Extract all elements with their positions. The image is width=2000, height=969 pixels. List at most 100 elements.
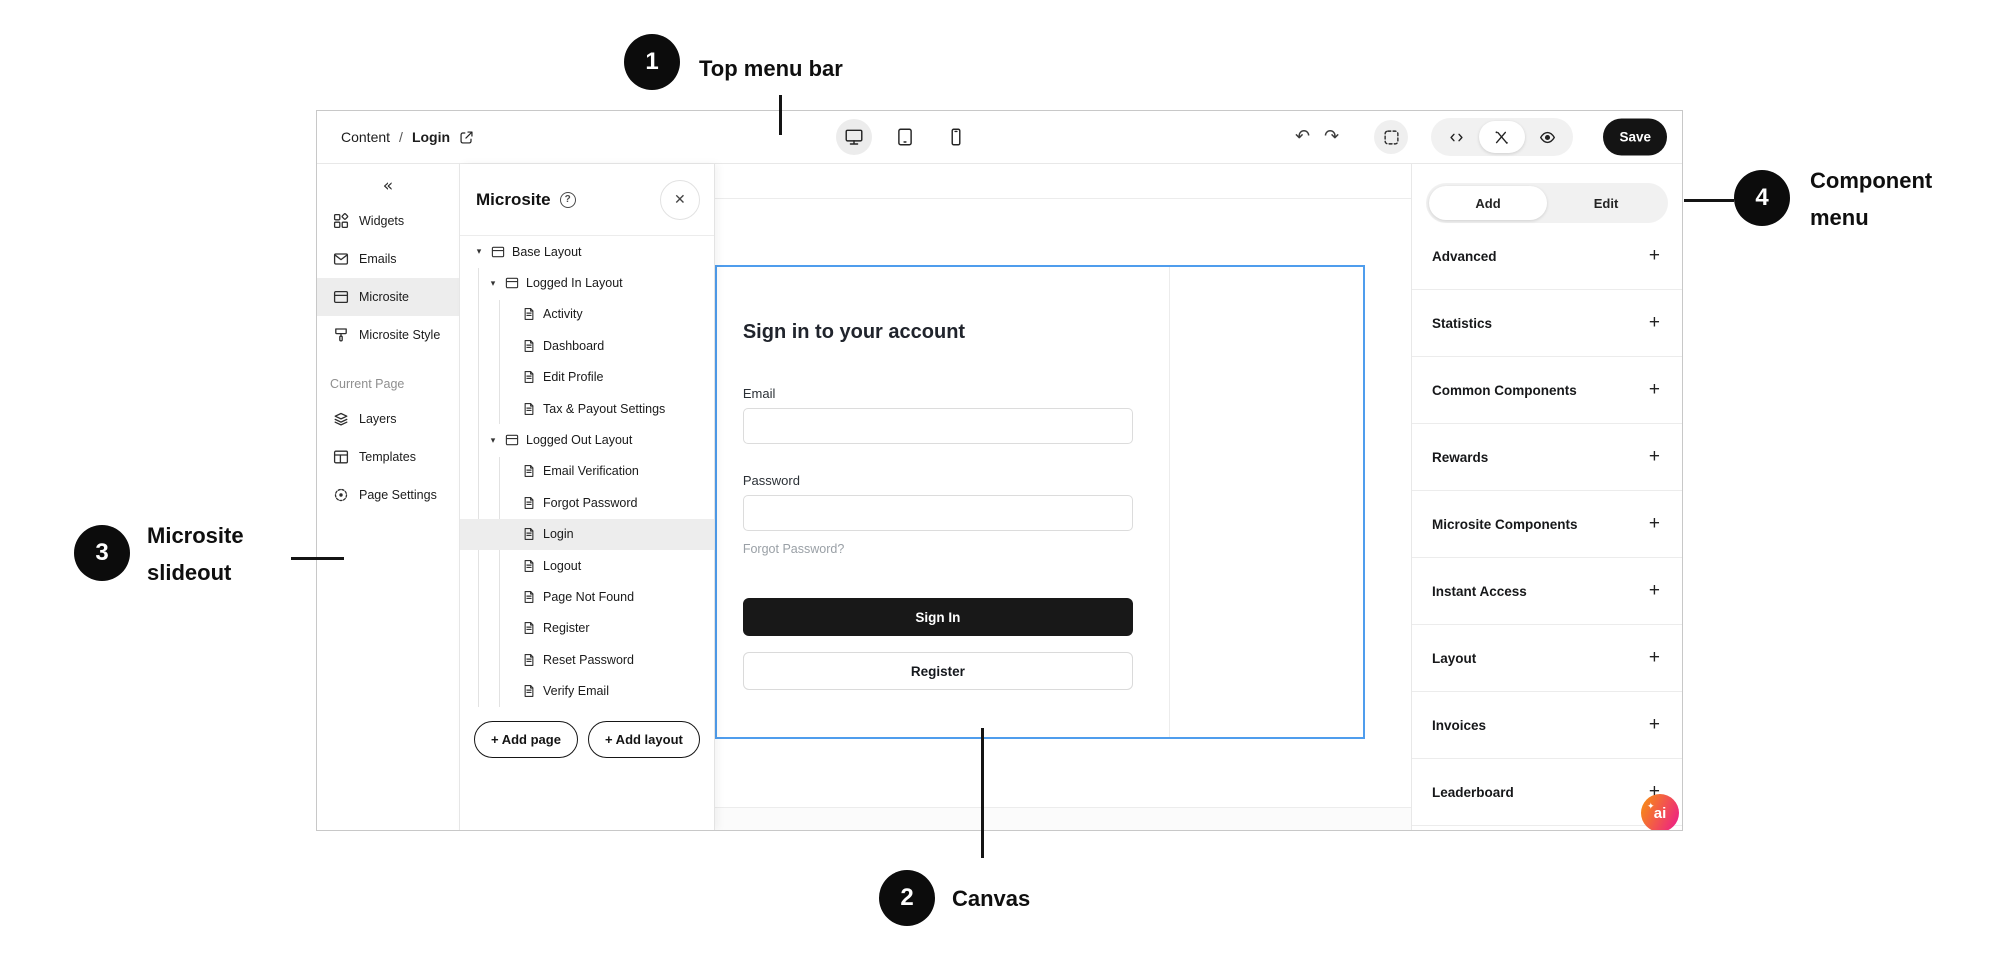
annotation-2-pointer-line: [981, 728, 984, 858]
email-field[interactable]: [742, 408, 1133, 444]
layers-icon: [333, 411, 349, 427]
tree-item-login[interactable]: Login: [460, 518, 714, 550]
breadcrumb-section[interactable]: Content: [341, 129, 391, 145]
sidebar-item-microsite[interactable]: Microsite: [317, 278, 459, 316]
emails-icon: [333, 251, 349, 267]
add-page-button[interactable]: + Add page: [474, 721, 578, 758]
tree-item-label: Edit Profile: [543, 370, 604, 385]
tab-label: Add: [1475, 195, 1501, 211]
tree-item-register[interactable]: Register: [460, 613, 714, 644]
tree-item-edit-profile[interactable]: Edit Profile: [460, 362, 714, 393]
sidebar-item-emails[interactable]: Emails: [317, 240, 459, 278]
slideout-footer: + Add page + Add layout: [460, 709, 714, 770]
component-section-common-components[interactable]: Common Components +: [1412, 357, 1682, 424]
collapse-sidebar-button[interactable]: «: [317, 170, 459, 202]
section-label: Invoices: [1432, 717, 1487, 733]
page-node-icon: [522, 464, 536, 478]
save-button[interactable]: Save: [1603, 118, 1667, 156]
caret-down-icon[interactable]: ▾: [490, 434, 496, 445]
tree-item-verify-email[interactable]: Verify Email: [460, 675, 714, 706]
sidebar-item-widgets[interactable]: Widgets: [317, 202, 459, 240]
register-button[interactable]: Register: [742, 652, 1133, 690]
code-icon: [1448, 129, 1465, 146]
sidebar-item-microsite-style[interactable]: Microsite Style: [317, 316, 459, 354]
tab-add[interactable]: Add: [1429, 186, 1547, 220]
plus-icon[interactable]: +: [1648, 446, 1660, 467]
section-label: Rewards: [1432, 449, 1489, 465]
undo-icon[interactable]: ↶: [1295, 126, 1311, 147]
tab-label: Edit: [1593, 195, 1619, 211]
device-tablet-button[interactable]: [887, 119, 923, 155]
widgets-icon: [333, 213, 349, 229]
tree-item-label: Dashboard: [543, 338, 605, 353]
sidebar-item-templates[interactable]: Templates: [317, 438, 459, 476]
plus-icon[interactable]: +: [1648, 714, 1660, 735]
plus-icon[interactable]: +: [1648, 245, 1660, 266]
sidebar-item-layers[interactable]: Layers: [317, 400, 459, 438]
plus-icon[interactable]: +: [1648, 513, 1660, 534]
tree-item-page-not-found[interactable]: Page Not Found: [460, 581, 714, 612]
plus-icon[interactable]: +: [1648, 580, 1660, 601]
preview-button[interactable]: [1525, 121, 1570, 153]
design-view-button[interactable]: [1479, 121, 1525, 153]
sign-in-button[interactable]: Sign In: [742, 598, 1133, 636]
plus-icon[interactable]: +: [1648, 781, 1660, 802]
layout-node-icon: [491, 245, 505, 259]
tab-edit[interactable]: Edit: [1547, 186, 1665, 220]
tree-item-forgot-password[interactable]: Forgot Password: [460, 487, 714, 518]
tree-item-tax-payout-settings[interactable]: Tax & Payout Settings: [460, 393, 714, 424]
close-slideout-button[interactable]: ✕: [659, 179, 700, 220]
plus-icon[interactable]: +: [1648, 312, 1660, 333]
ai-assistant-badge[interactable]: ✦ ai: [1641, 794, 1679, 830]
select-frame-button[interactable]: [1374, 120, 1408, 154]
tree-item-logged-out-layout[interactable]: ▾ Logged Out Layout: [460, 424, 714, 455]
annotation-1-pointer-line: [779, 95, 782, 135]
component-section-leaderboard[interactable]: Leaderboard +: [1412, 759, 1682, 826]
page-node-icon: [522, 496, 536, 510]
selected-login-block[interactable]: Sign in to your account Email Password F…: [714, 265, 1365, 739]
code-view-button[interactable]: [1434, 121, 1479, 153]
tree-item-dashboard[interactable]: Dashboard: [460, 330, 714, 361]
device-desktop-button[interactable]: [836, 119, 872, 155]
plus-icon[interactable]: +: [1648, 379, 1660, 400]
tree-item-email-verification[interactable]: Email Verification: [460, 456, 714, 487]
tree-item-label: Logged Out Layout: [526, 433, 633, 448]
sidebar-item-page-settings[interactable]: Page Settings: [317, 476, 459, 514]
component-section-microsite-components[interactable]: Microsite Components +: [1412, 491, 1682, 558]
tree-item-base-layout[interactable]: ▾ Base Layout: [460, 236, 714, 267]
tree-item-logged-in-layout[interactable]: ▾ Logged In Layout: [460, 267, 714, 298]
device-mobile-button[interactable]: [938, 119, 974, 155]
component-section-advanced[interactable]: Advanced +: [1412, 223, 1682, 290]
annotation-4-label: Component menu: [1810, 168, 1933, 230]
component-section-layout[interactable]: Layout +: [1412, 625, 1682, 692]
external-link-icon[interactable]: [459, 130, 474, 145]
tree-item-activity[interactable]: Activity: [460, 299, 714, 330]
device-preview-switcher: [836, 119, 974, 155]
sidebar-item-label: Widgets: [359, 214, 405, 228]
help-icon[interactable]: ?: [559, 191, 576, 208]
tree-item-label: Page Not Found: [543, 589, 635, 604]
tree-item-reset-password[interactable]: Reset Password: [460, 644, 714, 675]
section-label: Common Components: [1432, 382, 1577, 398]
page-node-icon: [522, 370, 536, 384]
component-section-statistics[interactable]: Statistics +: [1412, 290, 1682, 357]
canvas[interactable]: Sign in to your account Email Password F…: [714, 164, 1411, 830]
add-layout-button[interactable]: + Add layout: [587, 721, 700, 758]
microsite-icon: [333, 289, 349, 305]
caret-down-icon[interactable]: ▾: [490, 277, 496, 288]
tree-item-label: Forgot Password: [543, 495, 638, 510]
password-field[interactable]: [742, 495, 1133, 531]
tree-item-label: Tax & Payout Settings: [543, 401, 666, 416]
tree-item-label: Login: [543, 527, 574, 542]
component-section-invoices[interactable]: Invoices +: [1412, 692, 1682, 759]
component-section-rewards[interactable]: Rewards +: [1412, 424, 1682, 491]
tree-item-label: Reset Password: [543, 652, 635, 667]
caret-down-icon[interactable]: ▾: [476, 246, 482, 257]
component-section-instant-access[interactable]: Instant Access +: [1412, 558, 1682, 625]
redo-icon[interactable]: ↷: [1324, 126, 1340, 147]
forgot-password-link[interactable]: Forgot Password?: [742, 542, 845, 556]
tree-item-logout[interactable]: Logout: [460, 550, 714, 581]
login-form: Sign in to your account Email Password F…: [717, 267, 1170, 737]
plus-icon[interactable]: +: [1648, 647, 1660, 668]
mobile-icon: [946, 127, 966, 147]
